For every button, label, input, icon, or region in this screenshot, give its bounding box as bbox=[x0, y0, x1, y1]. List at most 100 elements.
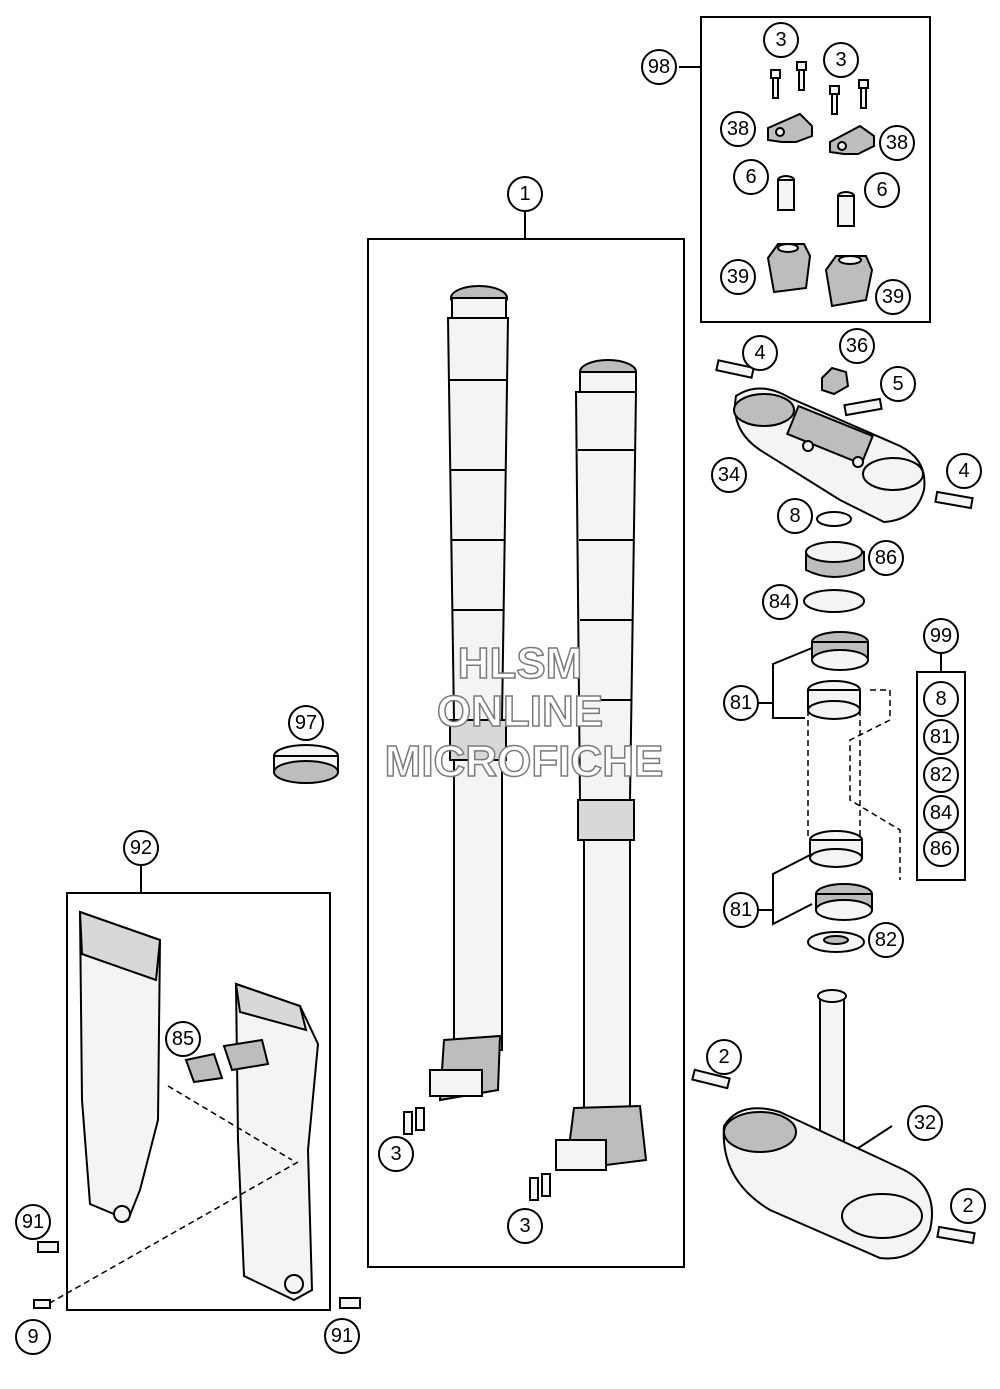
svg-text:2: 2 bbox=[962, 1195, 973, 1217]
svg-text:85: 85 bbox=[172, 1028, 194, 1050]
svg-text:3: 3 bbox=[519, 1215, 530, 1237]
spacer-bolt-icon bbox=[777, 175, 855, 227]
lower-triple-clamp bbox=[691, 989, 976, 1260]
fork-leg-left bbox=[429, 285, 510, 1102]
callout-4: 4 bbox=[742, 335, 778, 371]
callout-2: 2 bbox=[706, 1039, 742, 1075]
fork-guards bbox=[33, 910, 361, 1309]
svg-text:84: 84 bbox=[930, 802, 952, 824]
callout-92: 92 bbox=[123, 830, 159, 866]
svg-text:81: 81 bbox=[730, 692, 752, 714]
steering-bearings bbox=[807, 631, 901, 953]
callout-2: 2 bbox=[950, 1188, 986, 1224]
svg-text:98: 98 bbox=[648, 56, 670, 78]
fork-protector-ring bbox=[273, 744, 339, 784]
svg-text:91: 91 bbox=[22, 1211, 44, 1233]
callout-91: 91 bbox=[15, 1204, 51, 1240]
callout-36: 36 bbox=[839, 328, 875, 364]
callout-1: 1 bbox=[507, 176, 543, 212]
watermark-line-3: MICROFICHE bbox=[385, 737, 664, 786]
callout-39: 39 bbox=[720, 259, 756, 295]
callout-3: 3 bbox=[507, 1208, 543, 1244]
svg-text:8: 8 bbox=[935, 688, 946, 710]
callout-6: 6 bbox=[733, 159, 769, 195]
svg-text:36: 36 bbox=[846, 335, 868, 357]
o-ring-icon bbox=[816, 511, 852, 527]
callout-4: 4 bbox=[946, 453, 982, 489]
svg-text:39: 39 bbox=[727, 266, 749, 288]
svg-text:2: 2 bbox=[718, 1046, 729, 1068]
callout-81: 81 bbox=[723, 685, 759, 721]
svg-text:4: 4 bbox=[958, 460, 969, 482]
kit-99-item-8: 8 bbox=[923, 681, 959, 717]
callout-5: 5 bbox=[880, 366, 916, 402]
svg-text:81: 81 bbox=[730, 899, 752, 921]
leader-lines bbox=[140, 66, 942, 1161]
callout-38: 38 bbox=[720, 111, 756, 147]
callout-97: 97 bbox=[288, 705, 324, 741]
svg-text:9: 9 bbox=[27, 1326, 38, 1348]
svg-text:6: 6 bbox=[876, 179, 887, 201]
callout-3: 3 bbox=[823, 42, 859, 78]
callout-98: 98 bbox=[641, 49, 677, 85]
kit-99-item-84: 84 bbox=[923, 795, 959, 831]
upper-triple-clamp bbox=[715, 359, 974, 613]
callouts: 98 3 3 38 38 6 6 39 39 1 4 36 5 34 4 8 8… bbox=[15, 22, 986, 1355]
svg-text:82: 82 bbox=[875, 929, 897, 951]
handlebar-clamp-kit bbox=[766, 61, 875, 308]
svg-text:81: 81 bbox=[930, 726, 952, 748]
fork-guard-frame bbox=[66, 892, 331, 1311]
svg-text:38: 38 bbox=[886, 132, 908, 154]
svg-text:3: 3 bbox=[390, 1143, 401, 1165]
svg-text:3: 3 bbox=[835, 49, 846, 71]
svg-text:32: 32 bbox=[914, 1112, 936, 1134]
svg-text:99: 99 bbox=[930, 625, 952, 647]
kit-99-item-82: 82 bbox=[923, 757, 959, 793]
svg-text:38: 38 bbox=[727, 118, 749, 140]
watermark-line-1: HLSM bbox=[458, 639, 583, 688]
svg-text:82: 82 bbox=[930, 764, 952, 786]
kit-99-item-81: 81 bbox=[923, 719, 959, 755]
svg-text:5: 5 bbox=[892, 373, 903, 395]
svg-text:86: 86 bbox=[875, 547, 897, 569]
svg-text:34: 34 bbox=[718, 464, 740, 486]
bolt-icon bbox=[770, 61, 869, 115]
callout-86: 86 bbox=[868, 540, 904, 576]
svg-text:6: 6 bbox=[745, 166, 756, 188]
svg-text:86: 86 bbox=[930, 838, 952, 860]
callout-81: 81 bbox=[723, 892, 759, 928]
callout-6: 6 bbox=[864, 172, 900, 208]
svg-text:4: 4 bbox=[754, 342, 765, 364]
axle-pinch-bolts bbox=[403, 1107, 551, 1201]
clamp-icon bbox=[767, 112, 875, 155]
callout-9: 9 bbox=[15, 1319, 51, 1355]
watermark: HLSM ONLINE MICROFICHE bbox=[384, 638, 664, 787]
callout-91: 91 bbox=[324, 1318, 360, 1354]
svg-text:97: 97 bbox=[295, 712, 317, 734]
svg-text:92: 92 bbox=[130, 837, 152, 859]
callout-99: 99 bbox=[923, 618, 959, 654]
callout-39: 39 bbox=[875, 279, 911, 315]
callout-3: 3 bbox=[378, 1136, 414, 1172]
svg-text:8: 8 bbox=[789, 505, 800, 527]
fork-leg-right bbox=[555, 359, 648, 1172]
callout-3: 3 bbox=[763, 22, 799, 58]
svg-text:3: 3 bbox=[775, 29, 786, 51]
kit-98-frame bbox=[700, 16, 931, 323]
callout-8: 8 bbox=[777, 498, 813, 534]
svg-text:91: 91 bbox=[331, 1325, 353, 1347]
svg-text:1: 1 bbox=[519, 183, 530, 205]
svg-text:39: 39 bbox=[882, 286, 904, 308]
callout-32: 32 bbox=[907, 1105, 943, 1141]
callout-84: 84 bbox=[762, 584, 798, 620]
kit-99-item-86: 86 bbox=[923, 831, 959, 867]
callout-34: 34 bbox=[711, 457, 747, 493]
callout-38: 38 bbox=[879, 125, 915, 161]
callout-82: 82 bbox=[868, 922, 904, 958]
callout-85: 85 bbox=[165, 1021, 201, 1057]
watermark-line-2: ONLINE bbox=[437, 687, 603, 736]
riser-icon bbox=[766, 243, 874, 308]
svg-text:84: 84 bbox=[769, 591, 791, 613]
seal-ring-icon bbox=[803, 589, 865, 613]
